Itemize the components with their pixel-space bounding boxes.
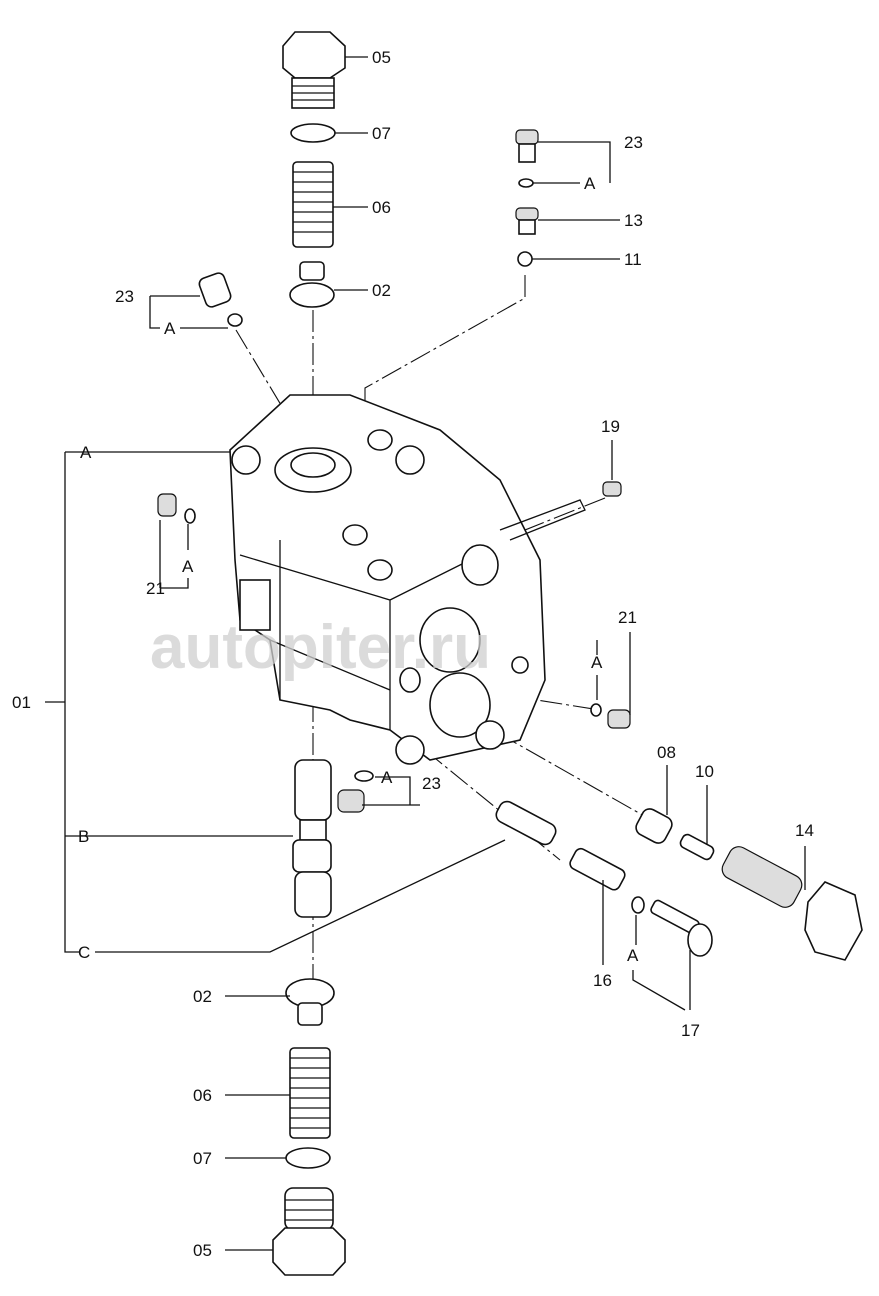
label-08: 08	[657, 743, 676, 762]
plug-13-thread	[518, 219, 536, 235]
plug-23-top-right-thread	[518, 143, 536, 163]
label-02-top: 02	[372, 281, 391, 300]
o-ring-a-middle	[354, 770, 374, 782]
poppet-17	[650, 899, 713, 957]
label-06-bottom: 06	[193, 1086, 212, 1105]
axis-line-21-right	[409, 679, 601, 711]
o-ring-a-top-right	[518, 178, 534, 188]
label-a-bottom: A	[627, 946, 639, 965]
plug-13	[515, 207, 539, 221]
label-16: 16	[593, 971, 612, 990]
label-a-left: A	[182, 557, 194, 576]
label-a-body: A	[80, 443, 92, 462]
label-a-top-right: A	[584, 174, 596, 193]
label-02-bottom: 02	[193, 987, 212, 1006]
watermark: autopiter.ru	[150, 613, 491, 682]
label-06-top: 06	[372, 198, 391, 217]
plug-05-bottom	[272, 1187, 346, 1276]
label-a-middle: A	[381, 768, 393, 787]
spring-06-bottom	[289, 1047, 331, 1139]
plug-23-middle	[337, 789, 365, 813]
label-01: 01	[12, 693, 31, 712]
label-23-top-left: 23	[115, 287, 134, 306]
plug-23-top-right	[515, 129, 539, 145]
label-b: B	[78, 827, 89, 846]
seat-02-bottom	[285, 978, 335, 1026]
spool-b	[292, 759, 332, 918]
label-10: 10	[695, 762, 714, 781]
spring-10	[679, 833, 715, 861]
o-ring-a-bottom	[631, 896, 645, 914]
label-23-top-right: 23	[624, 133, 643, 152]
label-13: 13	[624, 211, 643, 230]
label-a-right: A	[591, 653, 603, 672]
spring-16	[569, 847, 626, 891]
label-a-top-left: A	[164, 319, 176, 338]
o-ring-a-top-left	[227, 313, 243, 327]
sleeve-08	[635, 808, 673, 844]
body-flange	[239, 579, 271, 631]
o-ring-a-left	[184, 508, 196, 524]
label-21-right: 21	[618, 608, 637, 627]
label-11: 11	[624, 250, 642, 269]
valve-body-01	[229, 394, 586, 765]
label-05-top: 05	[372, 48, 391, 67]
seat-02-top	[289, 261, 335, 308]
label-21-left: 21	[146, 579, 165, 598]
ball-11	[517, 251, 533, 267]
label-19: 19	[601, 417, 620, 436]
plug-19	[602, 481, 622, 497]
piston-c	[495, 800, 557, 846]
o-ring-07-bottom	[285, 1147, 331, 1169]
o-ring-a-right	[590, 703, 602, 717]
plug-21-right	[607, 709, 631, 729]
plug-05-top	[282, 31, 346, 109]
plug-23-top-left	[198, 272, 232, 308]
label-c: C	[78, 943, 90, 962]
label-17: 17	[681, 1021, 700, 1040]
label-14: 14	[795, 821, 814, 840]
relief-valve-14	[721, 846, 863, 961]
label-05-bottom: 05	[193, 1241, 212, 1260]
spring-06-top	[292, 161, 334, 248]
label-07-top: 07	[372, 124, 391, 143]
label-07-bottom: 07	[193, 1149, 212, 1168]
plug-21-left	[157, 493, 177, 517]
label-23-middle: 23	[422, 774, 441, 793]
o-ring-07-top	[290, 123, 336, 143]
